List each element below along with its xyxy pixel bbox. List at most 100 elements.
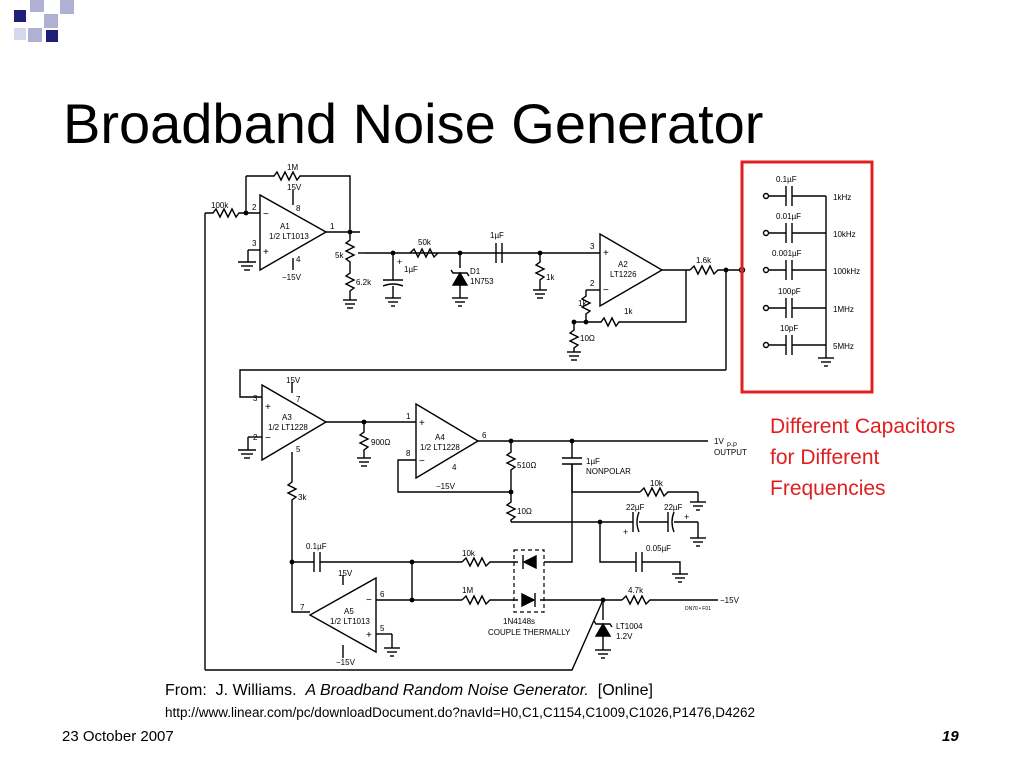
label: 3 (253, 394, 258, 403)
opamp-a4 (415, 402, 480, 480)
label: 1/2 LT1013 (269, 232, 309, 241)
label: 15V (338, 569, 353, 578)
logo-squares (14, 0, 74, 42)
note-line: Frequencies (770, 477, 886, 500)
label: 1 (330, 222, 335, 231)
svg-text:+: + (623, 527, 628, 537)
label: 1kHz (833, 193, 851, 202)
label: 22µF (664, 503, 683, 512)
label: 4 (296, 255, 301, 264)
label: A5 (344, 607, 354, 616)
label: 4 (452, 463, 457, 472)
label: 10Ω (580, 334, 595, 343)
svg-text:−: − (263, 209, 269, 220)
label: 2 (590, 279, 595, 288)
slide-number: 19 (942, 728, 959, 745)
label: 1/2 LT1228 (420, 443, 460, 452)
label: 510Ω (517, 461, 536, 470)
label: 1N753 (470, 277, 494, 286)
label: 10k (650, 479, 664, 488)
label: 1k (546, 273, 555, 282)
label: 1/2 LT1013 (330, 617, 370, 626)
label: LT1004 (616, 622, 643, 631)
label: 0.01µF (776, 212, 801, 221)
label: 22µF (626, 503, 645, 512)
opamp-a3 (261, 383, 328, 462)
label: 8 (296, 204, 301, 213)
svg-text:+: + (263, 247, 269, 258)
source-citation: From: J. Williams. A Broadband Random No… (165, 682, 653, 700)
label: 1N4148s (503, 617, 535, 626)
label: 8 (406, 449, 411, 458)
label: NONPOLAR (586, 467, 631, 476)
label: 10Ω (517, 507, 532, 516)
label: 1µF (586, 457, 600, 466)
label: 6 (482, 431, 487, 440)
label: 5k (335, 251, 344, 260)
label: 5 (296, 445, 301, 454)
label: 900Ω (371, 438, 390, 447)
label: 3k (298, 493, 307, 502)
label: COUPLE THERMALLY (488, 628, 571, 637)
label: 5MHz (833, 342, 854, 351)
label: 100k (211, 201, 229, 210)
label: 1M (462, 586, 473, 595)
label: A4 (435, 433, 445, 442)
svg-text:+: + (366, 630, 372, 641)
label: 10k (462, 549, 476, 558)
opamp-a1 (259, 193, 328, 272)
label: 4.7k (628, 586, 644, 595)
label: 1V (714, 437, 724, 446)
label: 0.1µF (776, 175, 797, 184)
label: DN70 • F01 (685, 606, 711, 612)
label: 100pF (778, 287, 801, 296)
label: 1k (624, 307, 633, 316)
svg-text:−: − (265, 433, 271, 444)
label: A3 (282, 413, 292, 422)
label: 3 (590, 242, 595, 251)
label: OUTPUT (714, 448, 747, 457)
label: 1MHz (833, 305, 854, 314)
label: 7 (296, 395, 301, 404)
label: 2 (252, 203, 257, 212)
label: 5 (380, 624, 385, 633)
label: 2 (253, 433, 258, 442)
svg-text:+: + (265, 402, 271, 413)
svg-text:+: + (419, 418, 425, 429)
label: −15V (720, 596, 740, 605)
label: 1µF (490, 231, 504, 240)
svg-text:+: + (397, 257, 402, 267)
opamp-a5 (308, 576, 377, 654)
label: −15V (282, 273, 302, 282)
source-online: [Online] (597, 682, 653, 699)
from-label: From: (165, 682, 207, 699)
label: 0.05µF (646, 544, 671, 553)
label: 1k (578, 299, 587, 308)
source-url[interactable]: http://www.linear.com/pc/downloadDocumen… (165, 705, 755, 720)
label: 1 (406, 412, 411, 421)
svg-text:+: + (684, 512, 689, 522)
label: 15V (287, 183, 302, 192)
svg-text:+: + (603, 248, 609, 259)
label: 100kHz (833, 267, 860, 276)
label: 15V (286, 376, 301, 385)
slide-title: Broadband Noise Generator (63, 92, 764, 155)
note-line: for Different (770, 446, 880, 469)
label: 10kHz (833, 230, 856, 239)
label: A1 (280, 222, 290, 231)
source-title: A Broadband Random Noise Generator. (305, 682, 589, 699)
svg-text:−: − (366, 595, 372, 606)
label: 1M (287, 163, 298, 172)
label: 50k (418, 238, 432, 247)
capacitor-bank-highlight (740, 160, 874, 394)
source-author: J. Williams. (215, 682, 297, 699)
slide-date: 23 October 2007 (62, 728, 174, 745)
svg-text:−: − (419, 456, 425, 467)
label: 6 (380, 590, 385, 599)
label: 1.2V (616, 632, 633, 641)
svg-text:−: − (603, 285, 609, 296)
label: 1/2 LT1228 (268, 423, 308, 432)
label: 6.2k (356, 278, 372, 287)
capacitor-bank (762, 186, 834, 367)
label: 10pF (780, 324, 798, 333)
